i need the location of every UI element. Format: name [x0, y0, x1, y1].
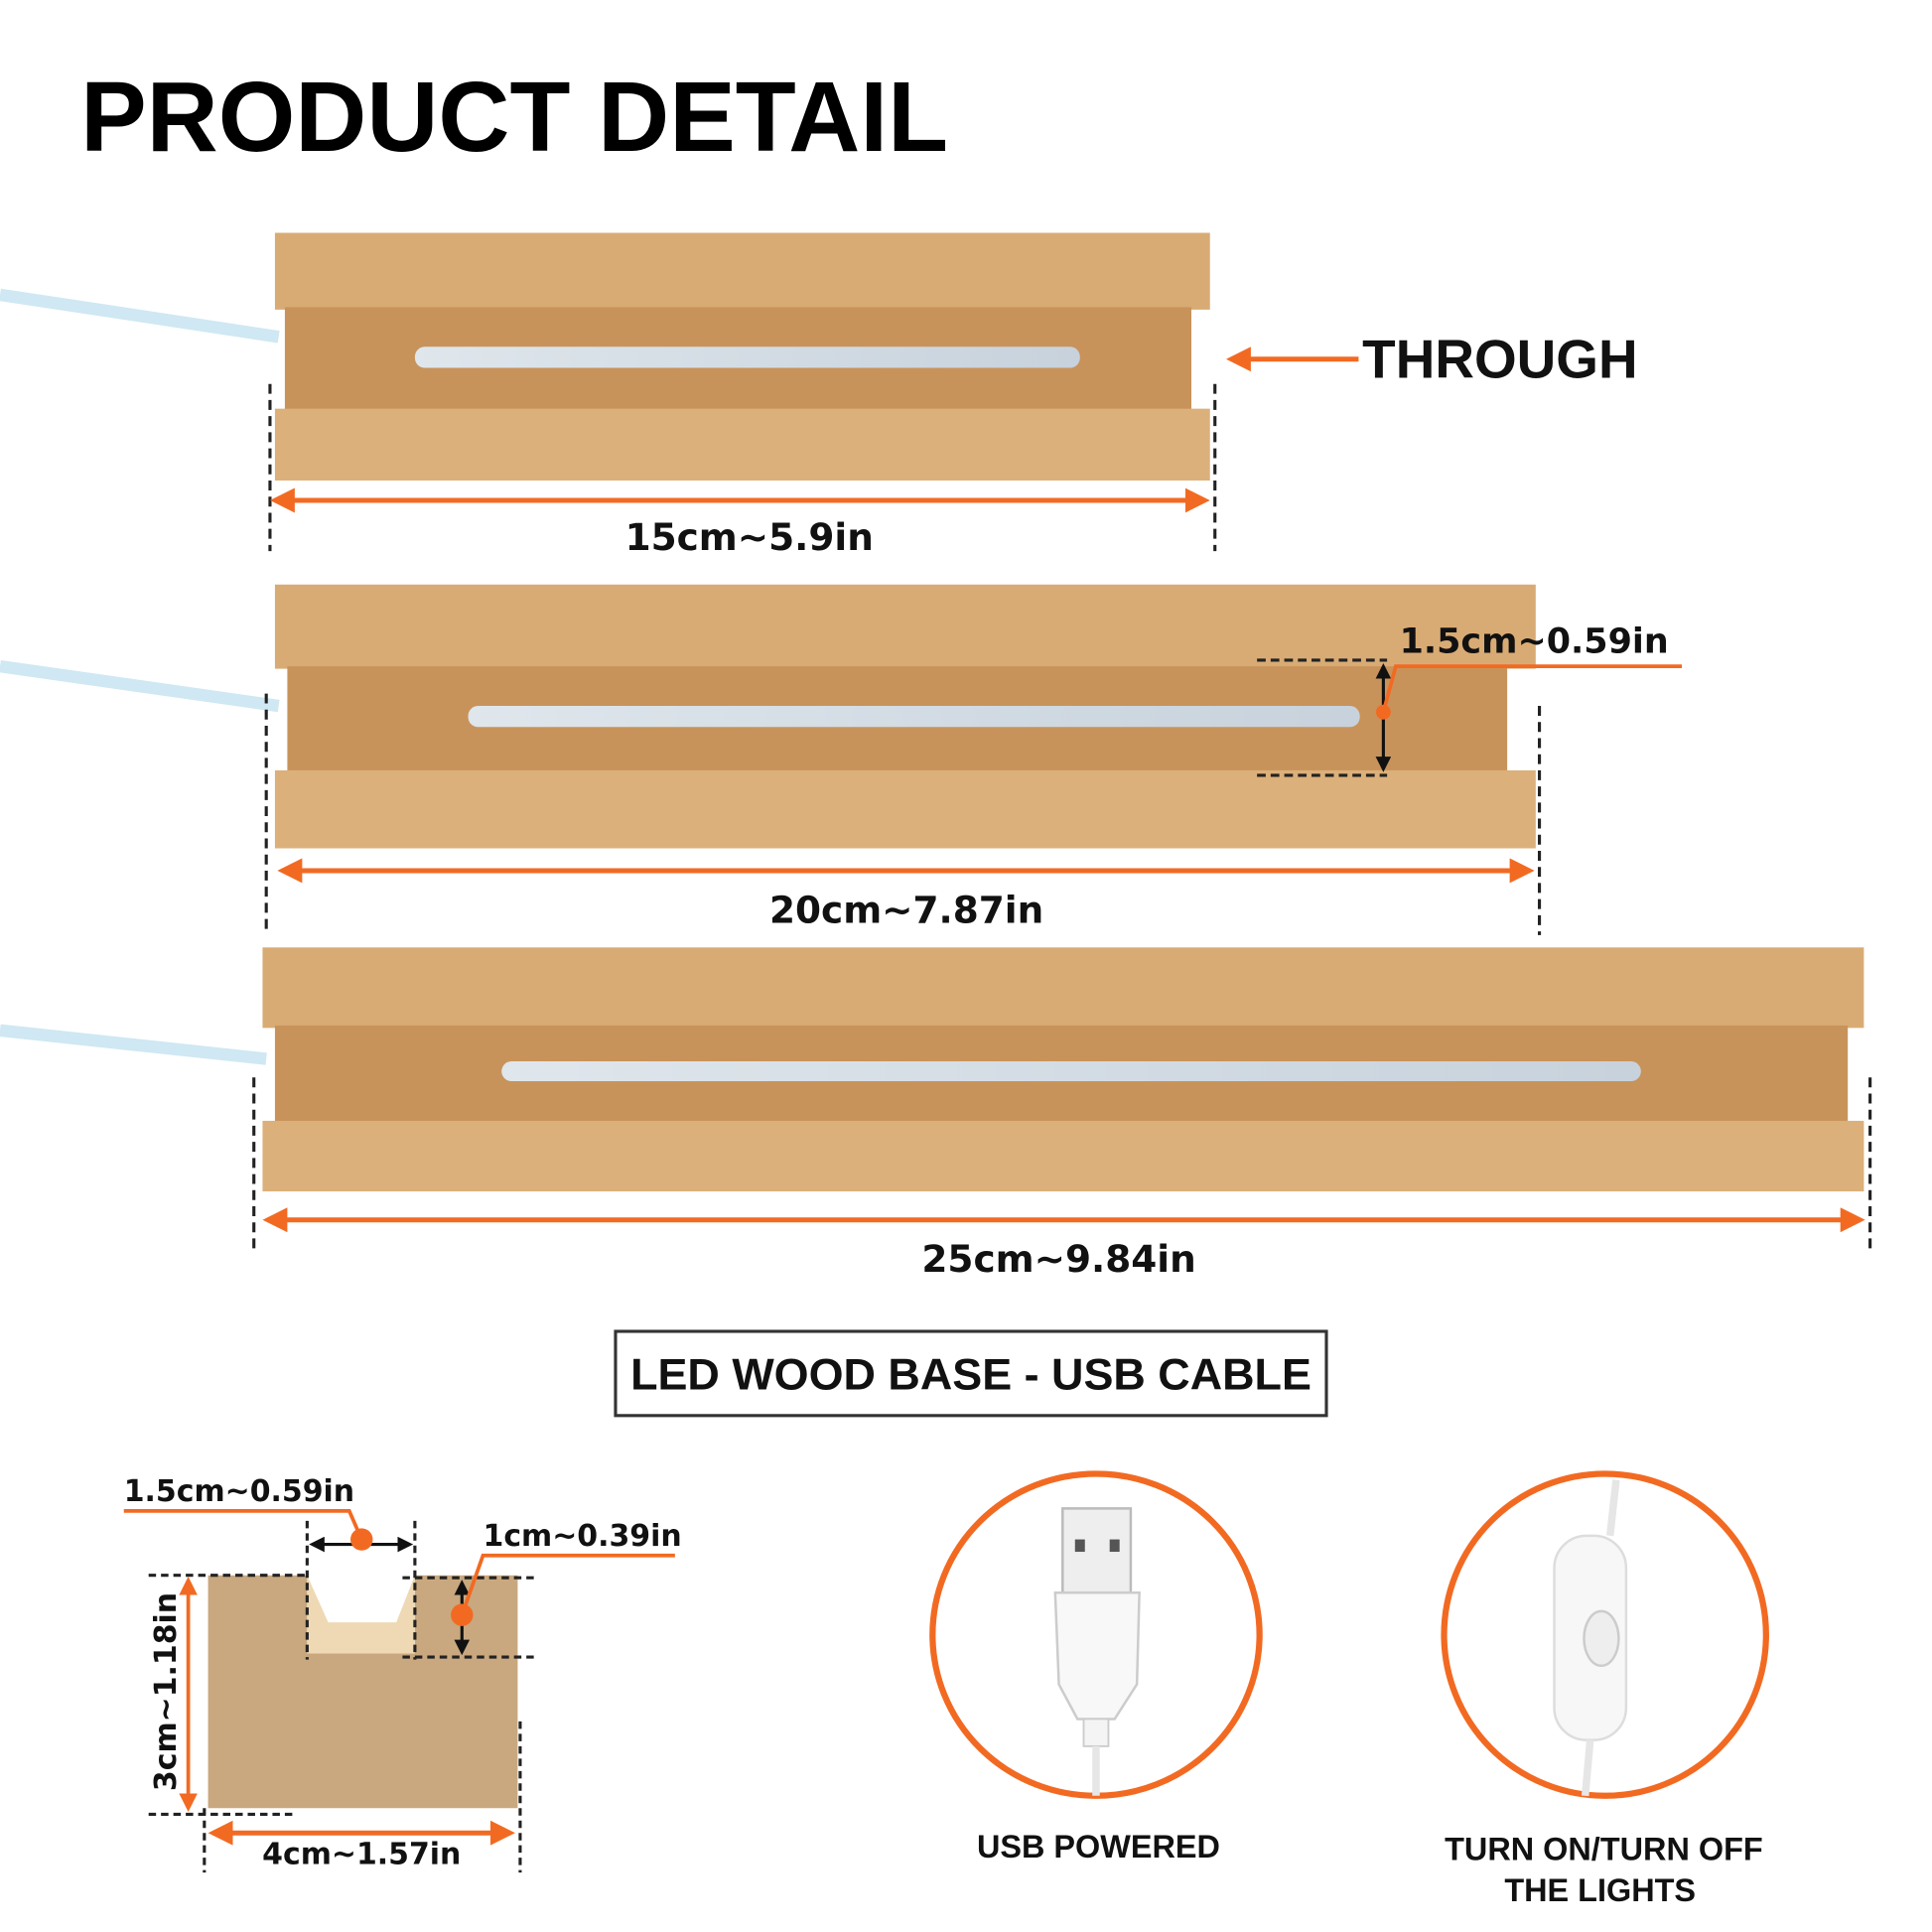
- usb-cable: [0, 288, 280, 344]
- switch-label-line2: THE LIGHTS: [1504, 1872, 1696, 1908]
- feature-usb-powered: USB POWERED: [929, 1470, 1263, 1864]
- led-strip: [468, 706, 1360, 728]
- length-label: 15cm~5.9in: [625, 515, 874, 559]
- cross-section-diagram: 3cm~1.18in 4cm~1.57in 1.5cm~0.59in 1cm~0…: [123, 1474, 682, 1873]
- length-label: 25cm~9.84in: [921, 1237, 1195, 1281]
- usb-cable: [0, 659, 280, 713]
- inline-switch-icon: [1553, 1479, 1628, 1797]
- banner-text: LED WOOD BASE - USB CABLE: [630, 1349, 1311, 1400]
- channel-width-callout: 1.5cm~0.59in: [1257, 621, 1683, 777]
- usb-cable: [0, 1024, 267, 1065]
- groove-depth-label: 1cm~0.39in: [483, 1519, 682, 1554]
- through-callout: THROUGH: [1225, 328, 1638, 389]
- feature-on-off-switch: TURN ON/TURN OFF THE LIGHTS: [1441, 1470, 1769, 1908]
- wood-base-20cm: 20cm~7.87in 1.5cm~0.59in: [0, 584, 1683, 935]
- banner: LED WOOD BASE - USB CABLE: [614, 1329, 1328, 1418]
- led-strip: [414, 346, 1080, 368]
- height-label: 3cm~1.18in: [149, 1592, 184, 1791]
- usb-plug-icon: [1053, 1507, 1141, 1796]
- led-strip: [501, 1061, 1641, 1082]
- groove-width-label: 1.5cm~0.59in: [124, 1474, 354, 1509]
- wood-base-25cm: 25cm~9.84in: [0, 947, 1872, 1281]
- page-title: PRODUCT DETAIL: [80, 63, 948, 173]
- switch-label-line1: TURN ON/TURN OFF: [1445, 1832, 1763, 1867]
- width-label: 4cm~1.57in: [262, 1837, 461, 1871]
- channel-width-label: 1.5cm~0.59in: [1400, 621, 1669, 661]
- usb-powered-label: USB POWERED: [977, 1829, 1220, 1864]
- length-label: 20cm~7.87in: [769, 888, 1043, 931]
- through-label: THROUGH: [1362, 328, 1637, 389]
- wood-base-15cm: 15cm~5.9in: [0, 232, 1217, 559]
